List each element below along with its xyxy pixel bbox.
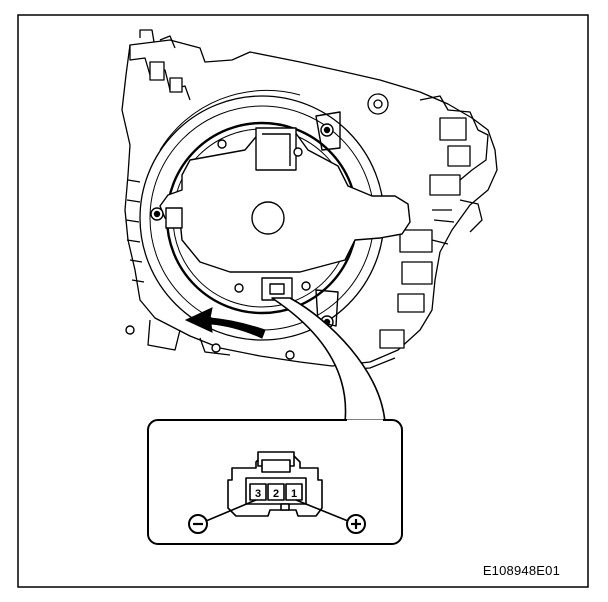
pin-number-1: 1 — [291, 488, 297, 500]
rotation-direction-arrow — [184, 307, 266, 339]
negative-leader-line — [205, 499, 257, 522]
figure-frame — [17, 14, 589, 588]
pin-number-3: 3 — [255, 488, 261, 500]
motor-cover — [125, 111, 411, 360]
negative-terminal-icon — [188, 514, 208, 534]
positive-terminal-icon — [346, 514, 366, 534]
positive-leader-line — [295, 499, 349, 522]
figure-id-label: E108948E01 — [482, 563, 560, 578]
connector-front-view — [227, 451, 323, 517]
pin-number-2: 2 — [273, 488, 279, 500]
